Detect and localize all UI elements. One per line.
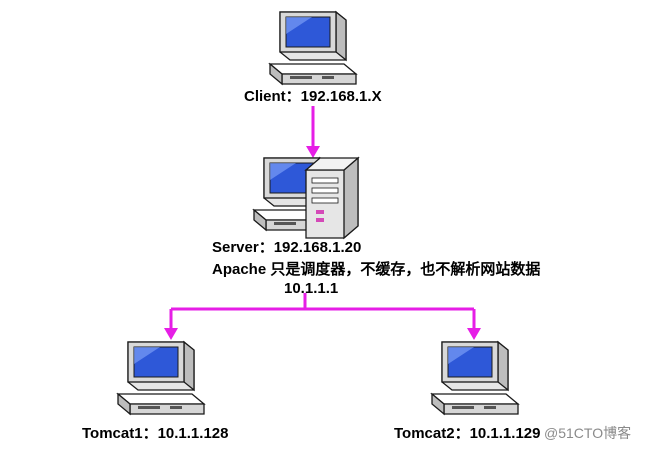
tomcat1-label: Tomcat1：10.1.1.128 <box>82 425 229 442</box>
tomcat1-computer-icon <box>117 341 205 415</box>
server-label-role: Apache 只是调度器，不缓存，也不解析网站数据 <box>212 261 541 278</box>
tomcat2-computer-icon <box>431 341 519 415</box>
watermark-text: @51CTO博客 <box>544 425 632 441</box>
server-label-internal-ip: 10.1.1.1 <box>284 280 339 297</box>
server-label-ip: Server：192.168.1.20 <box>212 239 362 256</box>
tomcat2-label: Tomcat2：10.1.1.129 <box>394 425 541 442</box>
bus-to-tomcat2-arrow <box>467 328 481 340</box>
client-computer-icon <box>269 11 357 85</box>
server-computer-icon <box>253 156 360 240</box>
bus-to-tomcat1-arrow <box>164 328 178 340</box>
client-to-server-arrow <box>306 146 320 158</box>
connectors <box>164 106 481 340</box>
client-label: Client：192.168.1.X <box>244 88 382 105</box>
